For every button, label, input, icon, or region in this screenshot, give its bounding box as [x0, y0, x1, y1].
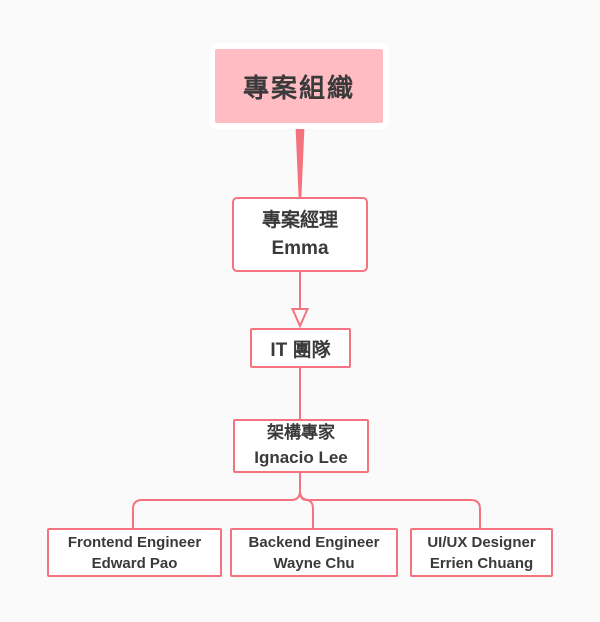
- arrowhead-icon: [290, 308, 310, 329]
- node-role-label: Backend Engineer: [248, 533, 380, 551]
- node-label: 專案組織: [242, 72, 355, 103]
- node-role-label: UI/UX Designer: [427, 533, 536, 551]
- node-person-name: Ignacio Lee: [254, 448, 348, 467]
- edge-architect-backend: [299, 473, 314, 528]
- node-role-label: Frontend Engineer: [67, 533, 202, 551]
- node-person-name: Errien Chuang: [429, 554, 534, 572]
- node-project-manager-emma[interactable]: 專案經理 Emma: [232, 197, 368, 272]
- node-role-label: 專案經理: [261, 209, 338, 231]
- node-backend-engineer-wayne-chu[interactable]: Backend Engineer Wayne Chu: [230, 528, 398, 577]
- node-person-name: Emma: [271, 237, 329, 259]
- node-uiux-designer-errien-chuang[interactable]: UI/UX Designer Errien Chuang: [410, 528, 553, 577]
- edge-root-pm: [295, 126, 305, 197]
- edge-architect-uiux: [299, 473, 481, 528]
- node-architect-ignacio-lee[interactable]: 架構專家 Ignacio Lee: [233, 419, 369, 473]
- node-frontend-engineer-edward-pao[interactable]: Frontend Engineer Edward Pao: [47, 528, 222, 577]
- node-person-name: Wayne Chu: [273, 554, 355, 572]
- edge-architect-frontend: [132, 473, 301, 528]
- node-it-team[interactable]: IT 團隊: [250, 328, 351, 368]
- node-person-name: Edward Pao: [91, 554, 178, 572]
- node-project-organization[interactable]: 專案組織: [209, 43, 389, 129]
- node-label: IT 團隊: [270, 339, 331, 361]
- node-role-label: 架構專家: [267, 423, 335, 443]
